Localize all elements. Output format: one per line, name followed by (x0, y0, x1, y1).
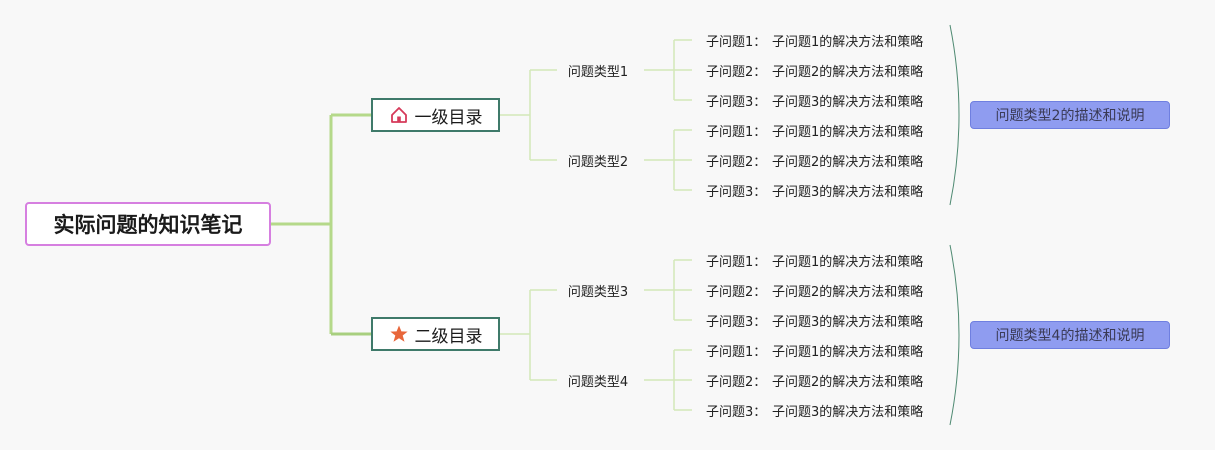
subproblem-desc: 子问题3的解决方法和策略 (772, 404, 924, 420)
subproblem-label: 子问题3： (706, 94, 767, 110)
summary-brace-2 (949, 244, 960, 426)
subproblem-desc: 子问题2的解决方法和策略 (772, 284, 924, 300)
subproblem-label: 子问题2： (706, 154, 767, 170)
subproblem-node[interactable]: 子问题2： 子问题2的解决方法和策略 (706, 370, 923, 390)
type-3-connector (644, 259, 692, 321)
problem-type-node[interactable]: 问题类型2 (557, 150, 639, 170)
subproblem-desc: 子问题3的解决方法和策略 (772, 94, 924, 110)
problem-type-label: 问题类型3 (567, 284, 629, 300)
subproblem-desc: 子问题1的解决方法和策略 (772, 254, 924, 270)
section-label: 一级目录 (414, 107, 483, 128)
subproblem-label: 子问题1： (706, 344, 767, 360)
section-2-connector (500, 289, 557, 381)
subproblem-desc: 子问题1的解决方法和策略 (772, 124, 924, 140)
type-1-connector (644, 39, 692, 101)
subproblem-label: 子问题1： (706, 124, 767, 140)
trunk-connector (271, 115, 333, 334)
type-4-connector (644, 349, 692, 411)
subproblem-node[interactable]: 子问题3： 子问题3的解决方法和策略 (706, 180, 923, 200)
subproblem-label: 子问题3： (706, 404, 767, 420)
subproblem-desc: 子问题2的解决方法和策略 (772, 374, 924, 390)
subproblem-label: 子问题1： (706, 254, 767, 270)
subproblem-desc: 子问题2的解决方法和策略 (772, 64, 924, 80)
subproblem-desc: 子问题1的解决方法和策略 (772, 344, 924, 360)
subproblem-label: 子问题2： (706, 64, 767, 80)
section-node-2[interactable]: 二级目录 (371, 317, 500, 351)
subproblem-node[interactable]: 子问题1： 子问题1的解决方法和策略 (706, 250, 923, 270)
subproblem-node[interactable]: 子问题1： 子问题1的解决方法和策略 (706, 30, 923, 50)
subproblem-label: 子问题3： (706, 314, 767, 330)
subproblem-label: 子问题1： (706, 34, 767, 50)
section-label: 二级目录 (414, 326, 483, 347)
subproblem-node[interactable]: 子问题3： 子问题3的解决方法和策略 (706, 310, 923, 330)
summary-note-label: 问题类型2的描述和说明 (995, 108, 1145, 124)
subproblem-node[interactable]: 子问题3： 子问题3的解决方法和策略 (706, 400, 923, 420)
subproblem-label: 子问题2： (706, 284, 767, 300)
summary-note-label: 问题类型4的描述和说明 (995, 328, 1145, 344)
problem-type-node[interactable]: 问题类型1 (557, 60, 639, 80)
section-1-connector (500, 69, 557, 161)
summary-note-1[interactable]: 问题类型2的描述和说明 (970, 101, 1170, 129)
subproblem-label: 子问题3： (706, 184, 767, 200)
subproblem-node[interactable]: 子问题1： 子问题1的解决方法和策略 (706, 340, 923, 360)
problem-type-node[interactable]: 问题类型4 (557, 370, 639, 390)
problem-type-label: 问题类型2 (567, 154, 629, 170)
problem-type-node[interactable]: 问题类型3 (557, 280, 639, 300)
home-icon (390, 107, 407, 123)
star-icon (389, 325, 408, 342)
summary-brace-1 (949, 24, 960, 206)
problem-type-label: 问题类型1 (567, 64, 629, 80)
subproblem-node[interactable]: 子问题2： 子问题2的解决方法和策略 (706, 280, 923, 300)
root-topic-label: 实际问题的知识笔记 (53, 213, 243, 237)
subproblem-desc: 子问题1的解决方法和策略 (772, 34, 924, 50)
subproblem-label: 子问题2： (706, 374, 767, 390)
type-2-connector (644, 129, 692, 191)
subproblem-desc: 子问题3的解决方法和策略 (772, 184, 924, 200)
root-topic[interactable]: 实际问题的知识笔记 (25, 202, 271, 246)
subproblem-desc: 子问题2的解决方法和策略 (772, 154, 924, 170)
subproblem-node[interactable]: 子问题1： 子问题1的解决方法和策略 (706, 120, 923, 140)
summary-note-2[interactable]: 问题类型4的描述和说明 (970, 321, 1170, 349)
section-node-1[interactable]: 一级目录 (371, 98, 500, 132)
subproblem-node[interactable]: 子问题2： 子问题2的解决方法和策略 (706, 150, 923, 170)
subproblem-node[interactable]: 子问题3： 子问题3的解决方法和策略 (706, 90, 923, 110)
subproblem-desc: 子问题3的解决方法和策略 (772, 314, 924, 330)
problem-type-label: 问题类型4 (567, 374, 629, 390)
subproblem-node[interactable]: 子问题2： 子问题2的解决方法和策略 (706, 60, 923, 80)
